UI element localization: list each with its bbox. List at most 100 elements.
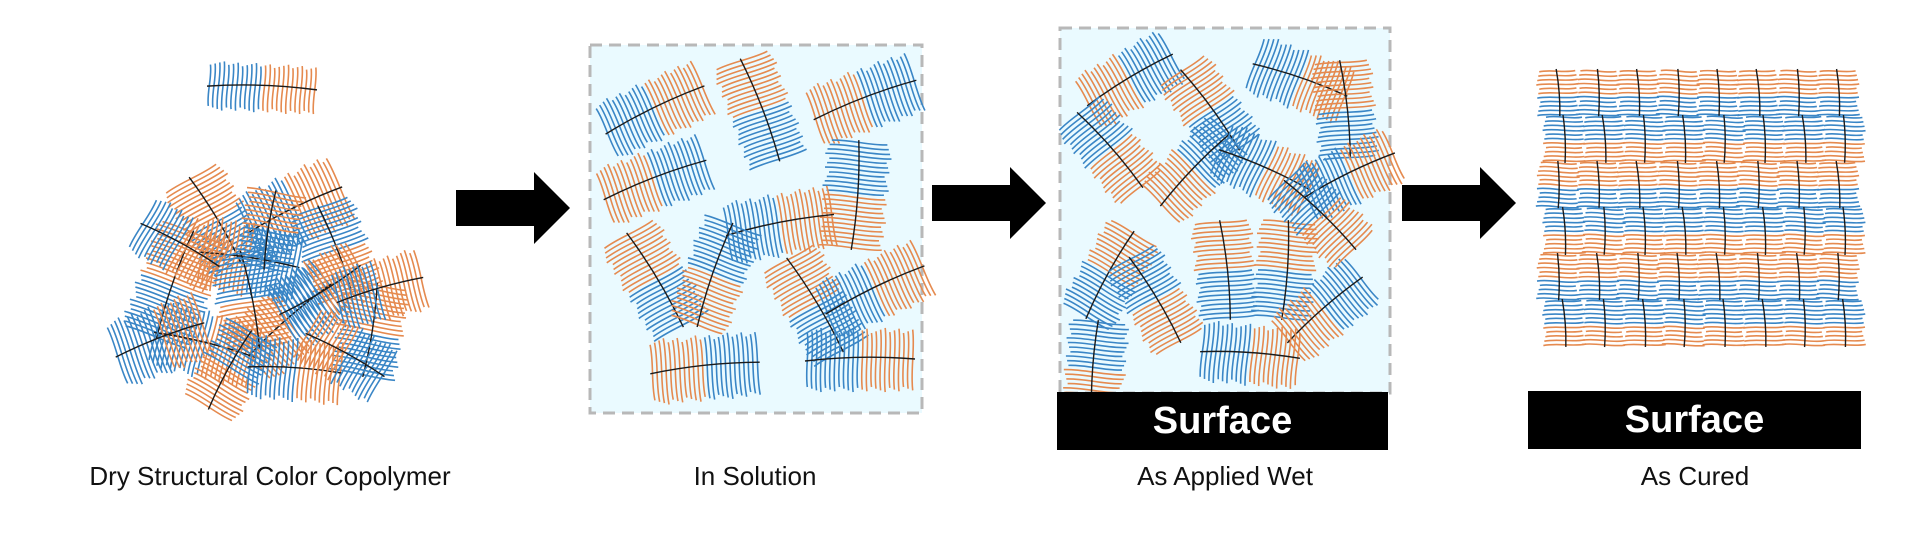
backbone-chain	[1722, 298, 1727, 348]
backbone-chain	[1280, 220, 1290, 321]
copolymer-molecule	[1815, 252, 1860, 302]
lamella-row	[1542, 114, 1866, 164]
surface-bar-cured: Surface	[1528, 391, 1861, 449]
block-b-chains	[1697, 279, 1741, 301]
block-b-chains	[644, 60, 716, 136]
block-b-chains	[373, 249, 430, 321]
block-b-chains	[1776, 187, 1820, 209]
copolymer-molecule	[595, 133, 716, 223]
wet-applied-copolymers	[1058, 31, 1405, 421]
backbone-chain	[1842, 206, 1847, 256]
backbone-chain	[362, 283, 378, 378]
copolymer-molecule	[1615, 252, 1660, 302]
dissolved-copolymers	[595, 50, 937, 405]
copolymer-molecule	[1742, 298, 1787, 347]
backbone-chain	[1635, 68, 1641, 118]
copolymer-molecule	[1655, 68, 1700, 118]
caption-as-cured: As Cured	[1640, 461, 1750, 491]
backbone-chain	[739, 58, 781, 162]
backbone-chain	[1561, 206, 1567, 256]
copolymer-molecule	[1616, 68, 1660, 118]
copolymer-molecule	[1622, 206, 1666, 256]
backbone-chain	[1761, 298, 1767, 347]
lamella-row	[1535, 160, 1861, 210]
copolymer-molecule	[1542, 298, 1587, 347]
copolymer-molecule	[206, 61, 318, 115]
copolymer-molecule	[293, 309, 398, 403]
backbone-chain	[1557, 160, 1560, 210]
backbone-chain	[1715, 160, 1721, 210]
block-b-chains	[1251, 269, 1315, 321]
backbone-chain	[1642, 114, 1646, 164]
copolymer-molecule	[1742, 206, 1786, 256]
copolymer-molecule	[1576, 160, 1620, 210]
copolymer-molecule	[1063, 219, 1159, 331]
surface-bar-wet: Surface	[1057, 392, 1388, 450]
block-b-chains	[330, 328, 398, 403]
backbone-chain	[247, 186, 343, 234]
block-b-chains	[687, 214, 762, 284]
block-b-chains	[1662, 142, 1706, 163]
backbone-chain	[1683, 298, 1686, 348]
copolymer-molecule	[1822, 298, 1866, 348]
lamella-row	[1536, 68, 1860, 118]
block-b-chains	[1117, 31, 1185, 103]
copolymer-molecule	[1816, 160, 1861, 209]
backbone-chain	[1757, 160, 1760, 210]
copolymer-molecule	[1542, 206, 1586, 256]
copolymer-molecule	[330, 249, 430, 329]
caption-dry-copolymer: Dry Structural Color Copolymer	[89, 461, 451, 491]
copolymer-molecule	[1582, 114, 1627, 163]
copolymer-molecule	[1696, 160, 1740, 210]
block-b-chains	[1737, 95, 1781, 117]
block-b-chains	[1817, 187, 1861, 209]
backbone-chain	[155, 230, 195, 340]
block-b-chains	[1535, 187, 1579, 209]
block-b-chains	[1195, 269, 1260, 321]
block-b-chains	[1615, 279, 1659, 301]
copolymer-molecule	[1742, 114, 1786, 164]
block-b-chains	[819, 193, 887, 252]
block-b-chains	[1742, 141, 1786, 163]
backbone-chain	[153, 331, 257, 359]
block-b-chains	[1656, 187, 1700, 209]
backbone-chain	[1841, 298, 1847, 348]
backbone-chain	[813, 79, 917, 121]
backbone-chain	[1803, 206, 1806, 256]
block-b-chains	[646, 133, 716, 207]
block-b-chains	[1822, 233, 1866, 255]
backbone-chain	[1677, 68, 1680, 118]
backbone-chain	[1286, 276, 1364, 344]
block-b-chains	[1661, 325, 1705, 347]
block-b-chains	[1781, 233, 1825, 255]
process-arrow-2	[932, 167, 1046, 239]
block-b-chains	[1701, 141, 1745, 163]
backbone-chain	[1218, 220, 1232, 320]
block-b-chains	[1543, 325, 1587, 347]
cured-lamellar-stack	[1535, 68, 1866, 348]
backbone-chain	[1715, 252, 1721, 301]
copolymer-molecule	[128, 199, 233, 293]
backbone-chain	[850, 140, 860, 250]
backbone-chain	[1676, 160, 1680, 210]
block-b-chains	[1783, 141, 1827, 163]
block-b-chains	[856, 53, 926, 128]
backbone-chain	[1159, 133, 1231, 207]
copolymer-molecule	[1267, 162, 1373, 268]
copolymer-molecule	[1735, 160, 1780, 210]
block-b-chains	[732, 101, 807, 171]
backbone-chain	[1641, 298, 1647, 348]
copolymer-molecule	[1661, 298, 1706, 348]
block-b-chains	[1622, 141, 1666, 163]
copolymer-molecule	[1622, 298, 1666, 348]
copolymer-molecule	[1271, 258, 1379, 362]
backbone-chain	[1796, 160, 1801, 210]
copolymer-molecule	[671, 214, 762, 335]
caption-in-solution: In Solution	[693, 461, 817, 491]
backbone-chain	[1642, 206, 1647, 256]
copolymer-molecule	[1622, 114, 1666, 164]
backbone-chain	[1601, 114, 1607, 163]
caption-as-applied-wet: As Applied Wet	[1137, 461, 1313, 491]
block-b-chains	[1065, 319, 1129, 371]
